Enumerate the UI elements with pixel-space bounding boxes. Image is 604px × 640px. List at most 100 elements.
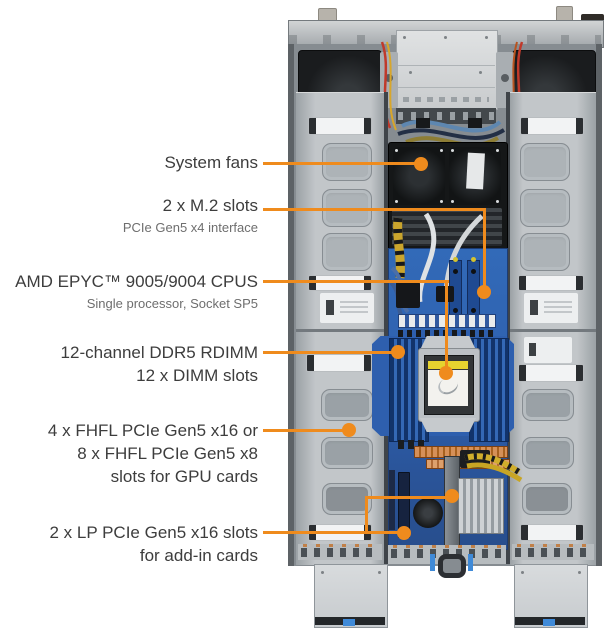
drive-bay-cutout [522,389,574,421]
psu-cables [464,453,523,483]
drive-bay-panel-right [510,92,596,565]
callout-text: AMD EPYC™ 9005/9004 CPUS [15,272,258,291]
lp-pcie-slot [389,470,395,530]
callout-text: System fans [164,153,258,172]
plate-seam [397,87,495,88]
panel-seam [510,329,596,332]
callout-dot-system-fans [414,157,428,171]
service-label-plate [524,337,572,363]
callout-text: slots for GPU cards [110,467,258,486]
callout-text: 8 x FHFL PCIe Gen5 x8 [77,444,258,463]
label-lines [340,301,368,315]
drive-bay-cutout [520,143,570,181]
psu-latch [343,619,355,626]
rear-vent-strip [298,544,382,560]
drive-tray-handle [308,275,372,291]
m2-keepout-tab [453,257,458,262]
drive-bay-cutout [520,189,570,227]
panel-seam [296,329,384,332]
drive-tray-handle [306,354,372,372]
drive-bay-cutout [522,483,572,515]
cpu-cap-yellow [428,361,468,369]
m2-keepout-tab [471,257,476,262]
drive-bay-cutout [321,437,373,469]
label-mark [326,300,334,315]
callout-subtext: PCIe Gen5 x4 interface [122,220,258,235]
rear-handle [438,554,466,578]
cpu-bracket-bottom [420,418,476,432]
callout-line-cpu [263,280,449,283]
service-label-plate [524,293,578,323]
callout-dot-cpu [439,366,453,380]
callout-text: for add-in cards [139,546,258,565]
service-label-plate [320,293,374,323]
callout-text: 12 x DIMM slots [136,366,258,385]
chassis-wall-left [288,44,294,566]
psu-latch [543,619,555,626]
callout-dot-lp-riser [445,489,459,503]
drive-bay-cutout [322,233,372,271]
callout-dot-gpu [342,423,356,437]
callout-text: 4 x FHFL PCIe Gen5 x16 or [47,421,258,440]
callout-line-lp [263,531,400,534]
chassis-rail-gap [384,92,388,564]
m2-standoff [453,308,458,313]
drive-tray-handle [308,117,372,135]
drive-bay-panel-left [296,92,384,565]
drive-tray-handle [520,524,584,541]
bracket-hole [501,74,509,82]
label-mark [530,300,538,315]
rear-fan [413,498,443,528]
callout-text: 2 x LP PCIe Gen5 x16 slots [49,523,258,542]
chipset-heatsink [458,478,504,534]
callout-line-m2 [263,208,486,211]
drive-bay-cutout [520,233,570,271]
callout-line-lp-branch [365,496,368,534]
chip-row [398,440,426,449]
drive-bay-cutout [321,389,373,421]
callout-label-system-fans: System fans [164,151,258,174]
callout-label-dimm: 12-channel DDR5 RDIMM 12 x DIMM slots [61,341,258,387]
callout-line-lp-branch [365,496,447,499]
system-fan-left [393,147,445,205]
drive-tray-handle [520,117,584,135]
bracket-hole [385,74,393,82]
drive-bay-cutout [522,437,574,469]
callout-line-cpu [445,280,448,370]
mcio-connector [396,282,420,308]
callout-line-gpu [263,429,345,432]
psu-right [514,564,588,628]
callout-line-dimm [263,351,394,354]
callout-line-m2 [483,208,486,290]
psu-left [314,564,388,628]
drive-tray-handle [518,275,584,291]
callout-text: 12-channel DDR5 RDIMM [60,343,258,362]
callout-label-cpu: AMD EPYC™ 9005/9004 CPUS Single processo… [15,270,258,313]
plate-seam [397,65,495,66]
connector-pins [398,112,494,120]
fan-spec-label [466,152,485,190]
callout-label-gpu-slots: 4 x FHFL PCIe Gen5 x16 or 8 x FHFL PCIe … [48,419,258,488]
m2-standoff [471,269,476,274]
plate-vent-dashes [403,97,489,102]
callout-dot-dimm [391,345,405,359]
drive-bay-cutout [322,483,372,515]
callout-dot-lp [397,526,411,540]
cpu-bracket-top [420,336,476,350]
blue-latch [468,554,473,571]
callout-subtext: Single processor, Socket SP5 [86,296,258,311]
m2-standoff [453,269,458,274]
callout-label-m2-slots: 2 x M.2 slots PCIe Gen5 x4 interface [123,194,258,237]
callout-line-system-fans [263,162,415,165]
label-lines [544,301,572,315]
chassis-rail-gap [506,92,510,564]
m2-standoff [471,308,476,313]
callout-text: 2 x M.2 slots [162,196,258,215]
blue-latch [430,554,435,571]
drive-tray-handle [518,364,584,382]
chassis-wall-right [596,44,602,566]
callout-dot-m2 [477,285,491,299]
m2-slot [467,257,480,318]
rear-vent-strip [512,544,594,560]
